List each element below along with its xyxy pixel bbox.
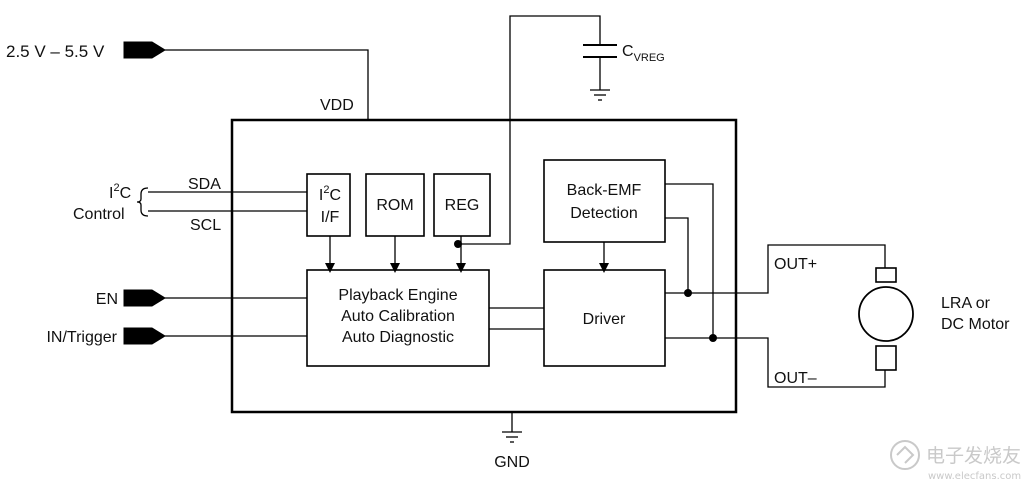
cvreg-label: CVREG <box>622 43 665 64</box>
back-emf-label-line1: Back-EMF <box>567 182 642 199</box>
driver-label: Driver <box>583 311 626 328</box>
cap-ground-icon <box>590 89 610 101</box>
supply-pin-icon <box>123 41 166 59</box>
i2c-if-block <box>306 173 351 237</box>
in-trigger-label: IN/Trigger <box>46 329 117 346</box>
i2c-if-label-line2: I/F <box>321 209 340 226</box>
sense-line-minus <box>665 183 714 338</box>
playback-label-line2: Auto Calibration <box>341 308 455 325</box>
supply-voltage-label: 2.5 V – 5.5 V <box>6 42 105 61</box>
playback-label-line1: Playback Engine <box>338 287 457 304</box>
vreg-wire <box>458 15 601 245</box>
chip-outline <box>230 118 738 414</box>
junction-out-plus <box>684 289 692 297</box>
playback-label-line3: Auto Diagnostic <box>342 329 454 346</box>
junction-out-minus <box>709 334 717 342</box>
i2c-brace <box>136 187 149 217</box>
reg-label: REG <box>445 197 480 214</box>
en-label: EN <box>96 291 118 308</box>
control-label: Control <box>73 206 125 223</box>
motor-body <box>858 286 914 342</box>
watermark-cn-text: 电子发烧友 <box>926 445 1021 467</box>
rom-label: ROM <box>376 197 413 214</box>
out-minus-label: OUT– <box>774 370 817 387</box>
back-emf-label-line2: Detection <box>570 205 638 222</box>
sda-label: SDA <box>188 176 221 193</box>
reg-block <box>433 173 491 237</box>
junction-reg <box>454 240 462 248</box>
gnd-ground-icon <box>502 431 522 443</box>
motor-top-terminal <box>875 267 897 283</box>
vdd-label: VDD <box>320 97 354 114</box>
in-trigger-pin-icon <box>123 327 166 345</box>
motor-label-line2: DC Motor <box>941 316 1010 333</box>
i2c-label: I2C <box>109 182 131 202</box>
motor-label-line1: LRA or <box>941 295 991 312</box>
en-pin-icon <box>123 289 166 307</box>
vdd-wire <box>165 49 369 120</box>
out-minus-wire <box>665 337 886 388</box>
gnd-label: GND <box>494 454 530 471</box>
watermark: 电子发烧友 www.elecfans.com <box>890 440 1021 482</box>
i2c-if-label-line1: I2C <box>319 184 341 204</box>
watermark-url-text: www.elecfans.com <box>928 471 1021 482</box>
out-plus-label: OUT+ <box>774 256 817 273</box>
out-plus-wire <box>665 244 886 294</box>
back-emf-block <box>543 159 666 243</box>
watermark-logo-icon <box>890 440 920 470</box>
motor-bottom-terminal <box>875 345 897 371</box>
scl-label: SCL <box>190 217 221 234</box>
sense-line-plus <box>665 217 689 293</box>
